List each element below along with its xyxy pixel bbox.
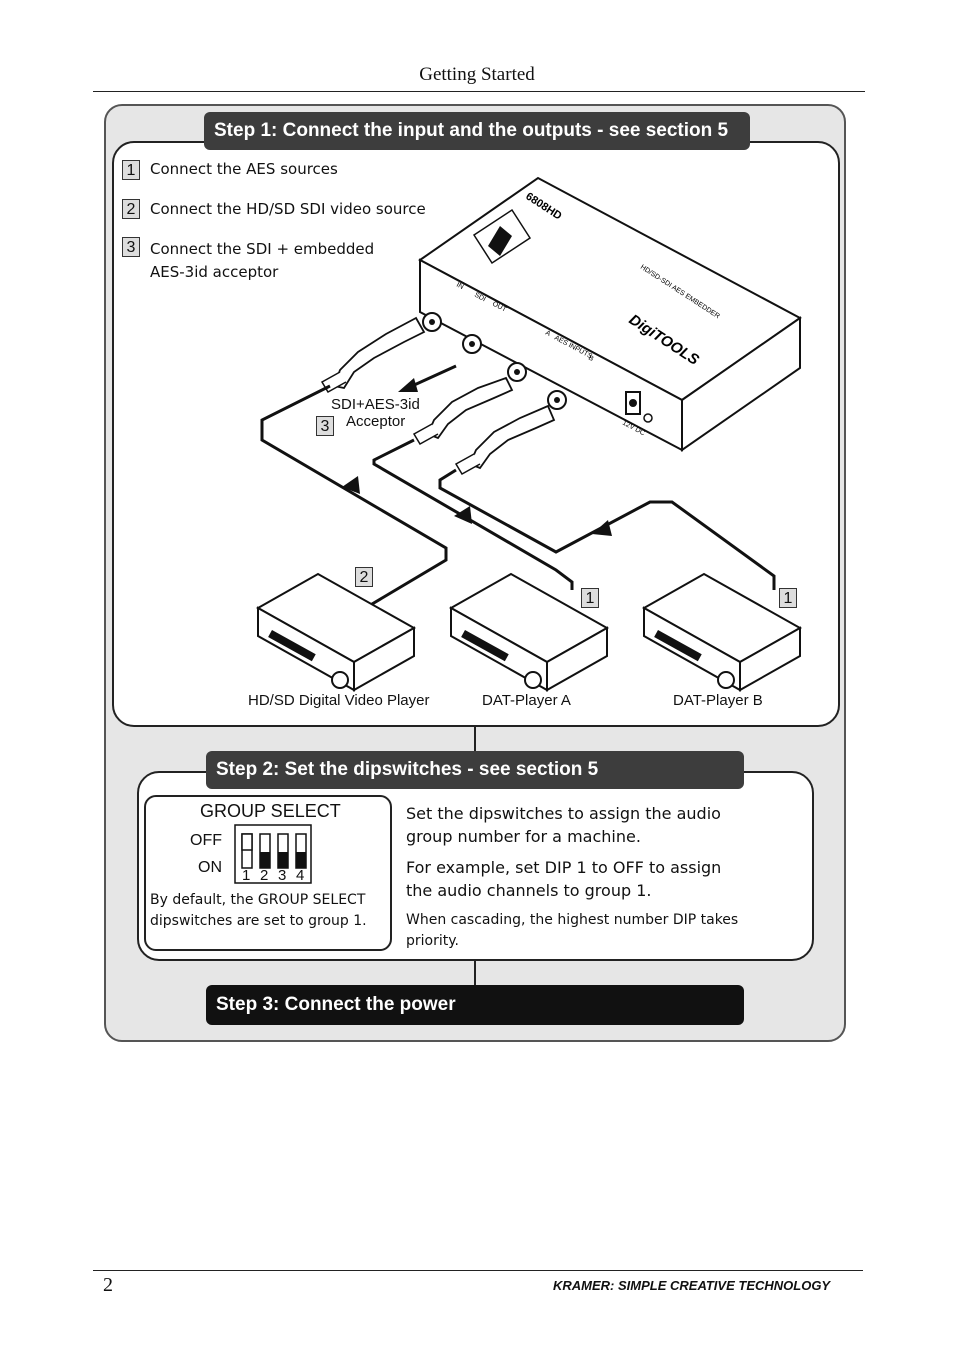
embedder-device: 6808HD DigiTOOLS HD/SD-SDI AES EMBEDDER …: [418, 176, 802, 452]
port-sdi-label: SDI: [473, 292, 487, 304]
power-symbol-icon: [643, 413, 653, 423]
step1-item-text-continued: AES-3id acceptor: [150, 263, 279, 281]
running-header: Getting Started: [419, 64, 535, 85]
footer-tagline: KRAMER: SIMPLE CREATIVE TECHNOLOGY: [553, 1278, 831, 1293]
dat-player-b-number: 1: [779, 588, 797, 608]
port-b-label: B: [587, 355, 595, 364]
step1-item-text: Connect the AES sources: [150, 160, 338, 178]
step1-item-text: Connect the SDI + embedded: [150, 240, 375, 258]
flow-arrow-icon: [342, 476, 360, 494]
sdi-video-cable: [260, 384, 448, 612]
connection-diagram: 6808HD DigiTOOLS HD/SD-SDI AES EMBEDDER …: [255, 176, 803, 692]
step2-paragraph-2: For example, set DIP 1 to OFF to assign: [406, 858, 722, 877]
step1-banner: Step 1: Connect the input and the output…: [204, 112, 750, 150]
acceptor-label-line2: Acceptor: [346, 413, 406, 430]
dip-number-2: 2: [260, 867, 269, 884]
flow-arrow-icon: [592, 520, 612, 536]
bnc-plug-icon: [412, 376, 514, 446]
bnc-plug-icon: [320, 316, 426, 394]
step1-item-text: Connect the HD/SD SDI video source: [150, 200, 426, 218]
step2-banner: Step 2: Set the dipswitches - see sectio…: [206, 751, 744, 789]
step-connector-line: [474, 727, 476, 751]
step2-paragraph-1-line2: group number for a machine.: [406, 827, 641, 846]
video-player-number: 2: [355, 567, 373, 587]
dat-player-a-label: DAT-Player A: [482, 692, 571, 709]
dip-off-label: OFF: [190, 832, 222, 849]
step-connector-line: [474, 961, 476, 986]
acceptor-number: 3: [316, 416, 334, 436]
group-select-title: GROUP SELECT: [200, 801, 341, 821]
step2-paragraph-2-line2: the audio channels to group 1.: [406, 881, 652, 900]
dip-number-4: 4: [296, 867, 305, 884]
dat-player-a-icon: [448, 572, 610, 692]
port-a-label: A: [544, 330, 552, 339]
step1-item-number: 2: [122, 199, 140, 219]
page-number: 2: [103, 1274, 113, 1296]
video-player-icon: [255, 572, 417, 692]
step2-paragraph-3-line2: priority.: [406, 933, 459, 949]
dat-player-a-number: 1: [581, 588, 599, 608]
dip-number-1: 1: [242, 867, 251, 884]
step1-item-number: 1: [122, 160, 140, 180]
header-rule: [93, 91, 865, 92]
step2-paragraph-3: When cascading, the highest number DIP t…: [406, 912, 739, 928]
step2-paragraph-1: Set the dipswitches to assign the audio: [406, 804, 721, 823]
dipswitch-bank-icon: [234, 824, 312, 884]
dip-number-3: 3: [278, 867, 287, 884]
footer-rule: [93, 1270, 863, 1271]
port-in-label: IN: [455, 282, 464, 291]
group-select-default-note: By default, the GROUP SELECT: [150, 892, 366, 908]
output-arrow-icon: [411, 364, 457, 388]
step3-banner: Step 3: Connect the power: [206, 985, 744, 1025]
flow-arrow-icon: [454, 506, 472, 524]
dat-player-b-icon: [641, 572, 803, 692]
acceptor-label: SDI+AES-3id: [331, 396, 420, 413]
step1-item-number: 3: [122, 237, 140, 257]
group-select-default-note-line2: dipswitches are set to group 1.: [150, 913, 367, 929]
video-player-label: HD/SD Digital Video Player: [248, 692, 430, 709]
dat-player-b-label: DAT-Player B: [673, 692, 763, 709]
bnc-plug-icon: [454, 404, 556, 476]
dip-on-label: ON: [198, 859, 222, 876]
